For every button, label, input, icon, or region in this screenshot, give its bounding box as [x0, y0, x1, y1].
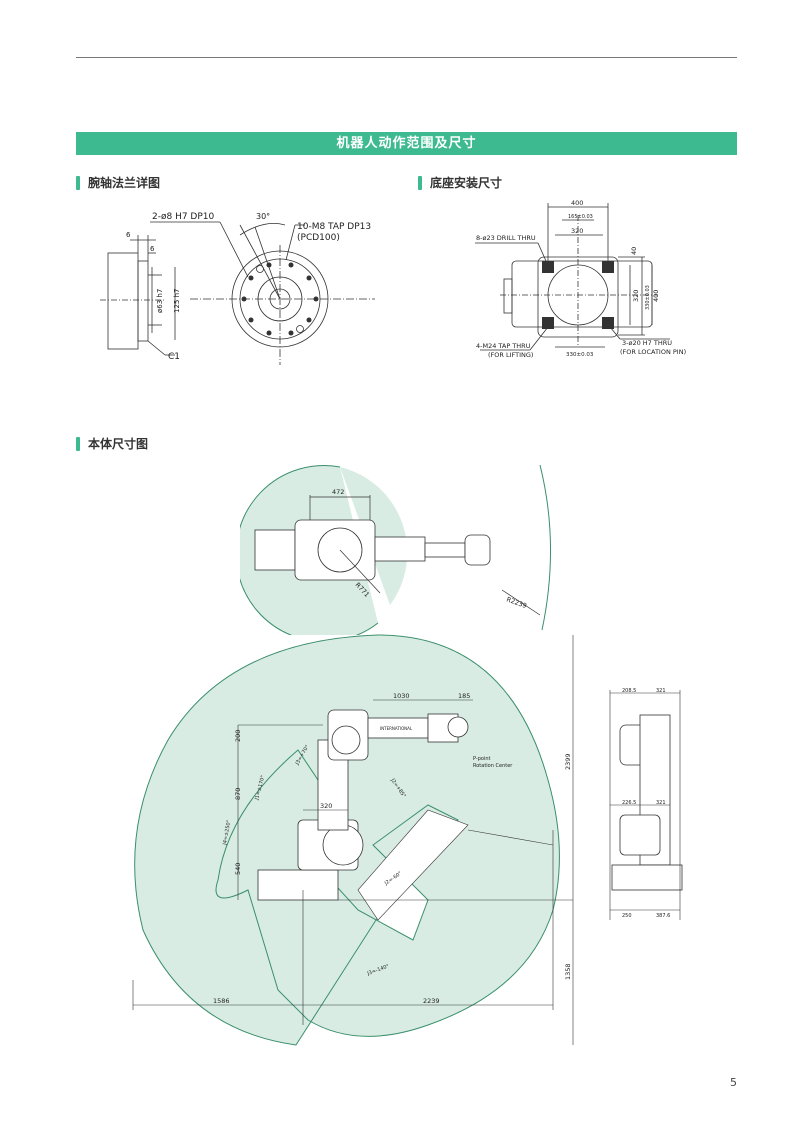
flange-dim-6b: 6: [150, 245, 155, 253]
top-d472: 472: [332, 488, 344, 496]
base-h330: 330±0.03: [645, 285, 651, 310]
side-brand: INTERNATIONAL: [380, 726, 413, 731]
side-d1358: 1358: [564, 963, 572, 980]
flange-pin-label: 2-ø8 H7 DP10: [152, 212, 215, 222]
heading-text: 腕轴法兰详图: [88, 176, 161, 190]
base-pin-label: 3-ø20 H7 THRU: [622, 339, 672, 347]
heading-text: 本体尺寸图: [88, 437, 149, 451]
side-d2399: 2399: [564, 753, 572, 770]
front-d387: 387.6: [656, 913, 670, 919]
base-h40: 40: [630, 247, 638, 255]
side-view-drawing: 1030 185 200 870 320 540 2399 1358 1586 …: [132, 634, 574, 1046]
base-tap-label: 4-M24 TAP THRU: [476, 342, 531, 350]
front-d208: 208.5: [622, 688, 636, 694]
base-w320: 320: [571, 227, 583, 235]
flange-tap-label: 10-M8 TAP DP13: [297, 222, 371, 232]
base-w400: 400: [571, 199, 583, 207]
base-lifting-label: (FOR LIFTING): [488, 351, 533, 359]
header-rule: [76, 57, 737, 58]
heading-text: 底座安装尺寸: [430, 176, 503, 190]
base-mount-drawing: 400 165±0.03 320 8-ø23 DRILL THRU 40 320…: [475, 199, 686, 359]
side-d185: 185: [458, 692, 470, 700]
side-p-center-1: P-point: [473, 756, 491, 762]
front-d321b: 321: [656, 800, 666, 806]
wrist-flange-drawing: 2-ø8 H7 DP10 10-M8 TAP DP13 (PCD100) 30°…: [100, 212, 375, 365]
flange-angle-label: 30°: [256, 212, 270, 221]
section-banner: 机器人动作范围及尺寸: [76, 132, 737, 155]
side-d540: 540: [234, 863, 242, 875]
flange-chamfer: C1: [168, 352, 180, 362]
side-p-center-2: Rotation Center: [473, 763, 513, 769]
base-h320: 320: [632, 290, 640, 302]
section-heading-base-mount: 底座安装尺寸: [418, 174, 502, 191]
section-heading-body-dims: 本体尺寸图: [76, 435, 148, 452]
front-d321a: 321: [656, 688, 666, 694]
heading-marker: [76, 175, 80, 190]
page-number: 5: [730, 1076, 737, 1089]
flange-dim-6a: 6: [126, 231, 131, 239]
side-d200: 200: [234, 730, 242, 742]
base-h400: 400: [652, 290, 660, 302]
base-w165: 165±0.03: [568, 214, 593, 220]
side-d1586: 1586: [213, 997, 230, 1005]
heading-marker: [76, 436, 80, 451]
side-d1030: 1030: [393, 692, 410, 700]
base-drill-label: 8-ø23 DRILL THRU: [476, 234, 536, 242]
base-w330: 330±0.03: [566, 352, 594, 358]
side-d870: 870: [234, 788, 242, 800]
front-d250: 250: [622, 913, 632, 919]
section-heading-wrist-flange: 腕轴法兰详图: [76, 174, 160, 191]
front-d226: 226.5: [622, 800, 636, 806]
flange-dia-63: ø63 h7: [156, 289, 164, 313]
base-location-label: (FOR LOCATION PIN): [620, 348, 686, 356]
side-v-250: J4=±250°: [222, 819, 233, 846]
front-view-drawing: 208.5 321 226.5 321 250 387.6: [609, 688, 683, 920]
flange-pcd-label: (PCD100): [297, 233, 340, 243]
side-d320: 320: [320, 802, 332, 810]
flange-dia-125: 125 h7: [173, 289, 181, 313]
side-d2239: 2239: [423, 997, 440, 1005]
top-view-drawing: 472 R771 R2239: [240, 465, 552, 635]
heading-marker: [418, 175, 422, 190]
top-r2239: R2239: [505, 595, 528, 610]
